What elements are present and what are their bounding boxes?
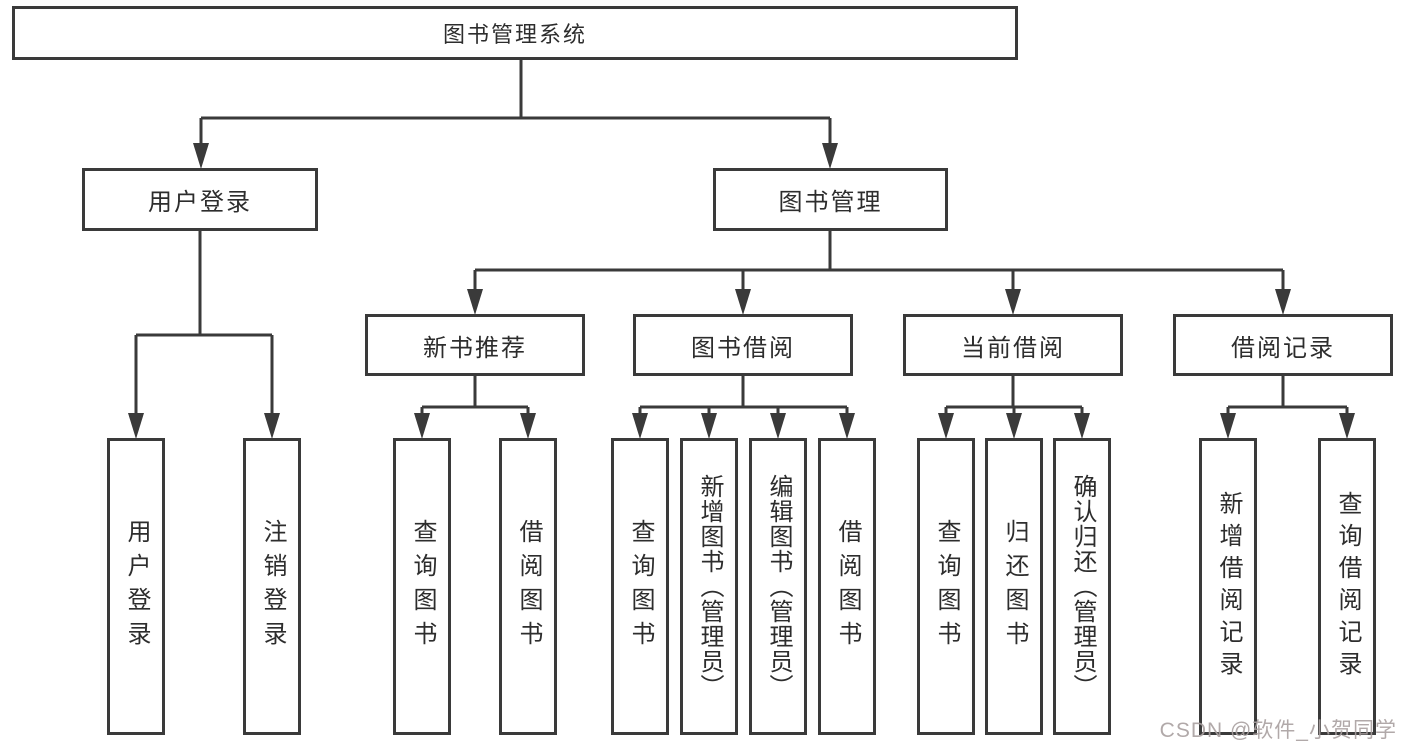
node-book-borrow: 图书借阅 xyxy=(633,314,853,376)
leaf-confirm-return-admin: 确认归还（管理员） xyxy=(1053,438,1111,735)
node-root: 图书管理系统 xyxy=(12,6,1018,60)
leaf-add-book-admin: 新增图书（管理员） xyxy=(680,438,738,735)
leaf-logout-login: 注销登录 xyxy=(243,438,301,735)
node-user-login: 用户登录 xyxy=(82,168,318,231)
node-current-borrow: 当前借阅 xyxy=(903,314,1123,376)
leaf-query-book-borrow-label: 查询图书 xyxy=(627,518,654,655)
node-book-management: 图书管理 xyxy=(713,168,948,231)
leaf-borrow-book-recommend: 借阅图书 xyxy=(499,438,557,735)
node-book-management-label: 图书管理 xyxy=(778,189,883,216)
arrowheads xyxy=(128,143,1355,439)
leaf-add-borrow-record: 新增借阅记录 xyxy=(1199,438,1257,735)
leaf-logout-login-label: 注销登录 xyxy=(259,518,286,655)
node-current-borrow-label: 当前借阅 xyxy=(961,334,1065,362)
leaf-query-book-current-label: 查询图书 xyxy=(933,518,960,655)
leaf-query-book-recommend: 查询图书 xyxy=(393,438,451,735)
leaf-return-book: 归还图书 xyxy=(985,438,1043,735)
leaf-query-borrow-record-label: 查询借阅记录 xyxy=(1334,490,1361,683)
node-borrow-record-label: 借阅记录 xyxy=(1231,334,1335,362)
leaf-borrow-book-label: 借阅图书 xyxy=(834,518,861,655)
leaf-add-borrow-record-label: 新增借阅记录 xyxy=(1215,490,1242,683)
leaf-query-book-borrow: 查询图书 xyxy=(611,438,669,735)
leaf-add-book-admin-label: 新增图书（管理员） xyxy=(696,474,723,699)
node-new-book-recommend: 新书推荐 xyxy=(365,314,585,376)
leaf-edit-book-admin: 编辑图书（管理员） xyxy=(749,438,807,735)
leaf-user-login-label: 用户登录 xyxy=(123,518,150,655)
node-borrow-record: 借阅记录 xyxy=(1173,314,1393,376)
node-book-borrow-label: 图书借阅 xyxy=(691,334,795,362)
leaf-query-book-current: 查询图书 xyxy=(917,438,975,735)
leaf-borrow-book: 借阅图书 xyxy=(818,438,876,735)
leaf-user-login: 用户登录 xyxy=(107,438,165,735)
leaf-confirm-return-admin-label: 确认归还（管理员） xyxy=(1069,474,1096,699)
node-user-login-label: 用户登录 xyxy=(148,189,252,216)
leaf-edit-book-admin-label: 编辑图书（管理员） xyxy=(765,474,792,699)
node-new-book-recommend-label: 新书推荐 xyxy=(423,334,527,362)
leaf-borrow-book-recommend-label: 借阅图书 xyxy=(515,518,542,655)
leaf-return-book-label: 归还图书 xyxy=(1001,518,1028,655)
leaf-query-borrow-record: 查询借阅记录 xyxy=(1318,438,1376,735)
watermark: CSDN @软件_小贺同学 xyxy=(1159,719,1397,742)
leaf-query-book-recommend-label: 查询图书 xyxy=(409,518,436,655)
node-root-label: 图书管理系统 xyxy=(442,22,587,47)
